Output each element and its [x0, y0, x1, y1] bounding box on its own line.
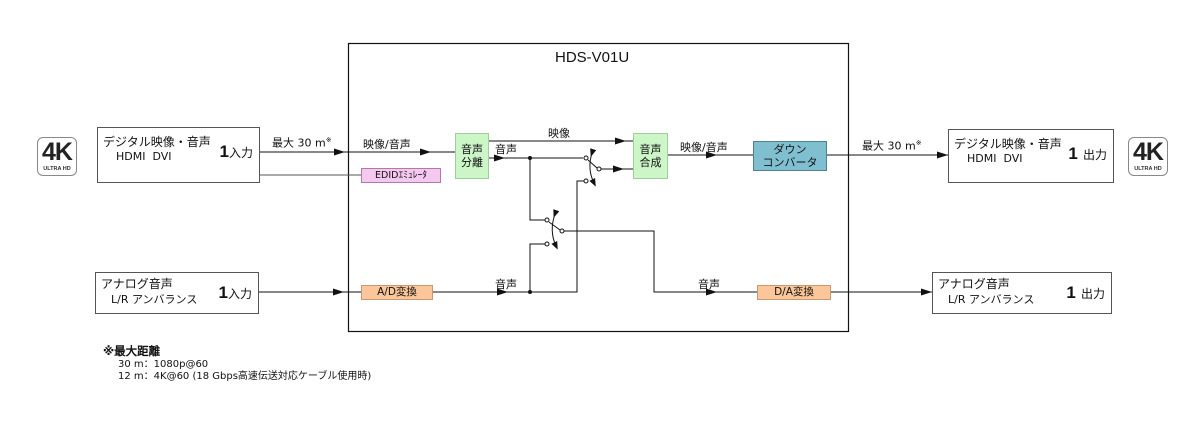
analog-input-count: 1入力: [219, 283, 252, 303]
line-switch2-out: [564, 230, 757, 293]
arrow-video: [615, 137, 626, 145]
junction-dot-bottom: [528, 290, 532, 294]
line-switch2-b-down: [529, 243, 545, 292]
block-line-1: 音声: [461, 143, 483, 156]
label-video-audio-out: 映像/音声: [680, 141, 728, 154]
count-number: 1: [218, 283, 228, 302]
hdmi-output-sub: HDMI DVI: [967, 152, 1023, 165]
arrow-analog-out: [921, 288, 932, 296]
down-converter-block: ダウン コンバータ: [753, 141, 827, 171]
label-input-distance: 最大 30 m※: [272, 134, 332, 150]
switch1-arc: [589, 148, 597, 187]
note-mark: ※: [915, 139, 922, 147]
analog-input-box: アナログ音声 L/R アンバランス 1入力: [95, 272, 259, 314]
switch1-contact-a: [583, 155, 589, 161]
notes-heading: ※最大距離: [103, 344, 161, 358]
hdmi-output-count: 1 出力: [1068, 144, 1107, 164]
edid-emulator-block: EDIDｴﾐｭﾚｰﾀ: [361, 168, 441, 183]
ad-converter-block: A/D変換: [361, 285, 433, 300]
label-video: 映像: [548, 127, 570, 140]
4k-ultra-hd-logo-right: 4K ULTRA HD: [1128, 137, 1168, 176]
arrow-hdmi-in-2: [420, 148, 431, 156]
da-converter-block: D/A変換: [757, 285, 831, 300]
line-switch1-b-down: [530, 180, 584, 293]
block-line-2: 分離: [461, 156, 483, 169]
distance-text: 最大 30 m: [272, 136, 326, 150]
count-number: 1: [219, 142, 229, 161]
line-branch-to-switch2: [529, 158, 545, 221]
count-unit: 入力: [228, 146, 253, 160]
analog-output-title: アナログ音声: [938, 277, 1010, 291]
arrow-merge-out: [706, 151, 717, 159]
block-line-1: ダウン: [773, 143, 807, 156]
arrow-hdmi-in-1: [334, 148, 345, 156]
notes-line-1: 30 m：1080p@60: [118, 359, 209, 370]
label-audio-da: 音声: [698, 278, 720, 291]
count-unit: 出力: [1082, 148, 1107, 162]
hdmi-input-sub: HDMI DVI: [116, 150, 172, 163]
count-number: 1: [1068, 144, 1078, 163]
hdmi-output-box: デジタル映像・音声 HDMI DVI 1 出力: [948, 129, 1114, 183]
count-unit: 出力: [1080, 287, 1105, 301]
4k-ultra-hd-logo-left: 4K ULTRA HD: [37, 137, 77, 176]
switch2-contact-a: [544, 217, 550, 223]
device-title: HDS-V01U: [555, 49, 630, 66]
label-audio-split: 音声: [495, 143, 517, 156]
switch2-arc: [551, 209, 560, 250]
label-audio-ad: 音声: [495, 278, 517, 291]
hdmi-input-title: デジタル映像・音声: [103, 135, 211, 149]
analog-input-sub: L/R アンバランス: [111, 293, 198, 306]
note-mark: ※: [325, 136, 332, 144]
analog-output-box: アナログ音声 L/R アンバランス 1 出力: [932, 272, 1112, 314]
device-box: [347, 42, 850, 333]
arrow-switch1-out: [613, 165, 624, 173]
switch2-common: [559, 228, 565, 234]
switch2-blade: [548, 221, 561, 231]
hdmi-output-title: デジタル映像・音声: [954, 137, 1062, 151]
arrow-hdmi-out: [937, 151, 948, 159]
label-output-distance: 最大 30 m※: [862, 137, 922, 153]
notes-line-2: 12 m：4K@60 (18 Gbps高速伝送対応ケーブル使用時): [118, 371, 372, 382]
logo-4k-text: 4K: [42, 138, 73, 166]
distance-text: 最大 30 m: [862, 139, 916, 153]
analog-output-count: 1 出力: [1066, 283, 1105, 303]
switch1-blade: [587, 159, 598, 169]
count-number: 1: [1066, 283, 1076, 302]
hdmi-input-count: 1入力: [220, 142, 253, 162]
analog-input-title: アナログ音声: [101, 277, 173, 291]
arrow-audio-split: [494, 154, 505, 162]
block-line-1: 音声: [639, 143, 662, 156]
switch2-contact-b: [544, 241, 550, 247]
switch1-common: [596, 166, 602, 172]
label-video-audio-in: 映像/音声: [363, 138, 411, 151]
arrow-da-in: [706, 288, 717, 296]
arrow-analog-in: [333, 288, 344, 296]
audio-merge-block: 音声 合成: [633, 133, 668, 179]
analog-output-sub: L/R アンバランス: [948, 293, 1035, 306]
audio-split-block: 音声 分離: [455, 133, 489, 179]
logo-ultra-hd-text: ULTRA HD: [43, 166, 71, 172]
arrow-ad-out: [497, 288, 508, 296]
switch1-contact-b: [583, 178, 589, 184]
block-line-2: コンバータ: [762, 156, 818, 169]
block-line-2: 合成: [639, 156, 662, 169]
count-unit: 入力: [227, 287, 252, 301]
hdmi-input-box: デジタル映像・音声 HDMI DVI 1入力: [97, 127, 260, 183]
logo-4k-text: 4K: [1133, 138, 1164, 166]
logo-ultra-hd-text: ULTRA HD: [1134, 166, 1162, 172]
